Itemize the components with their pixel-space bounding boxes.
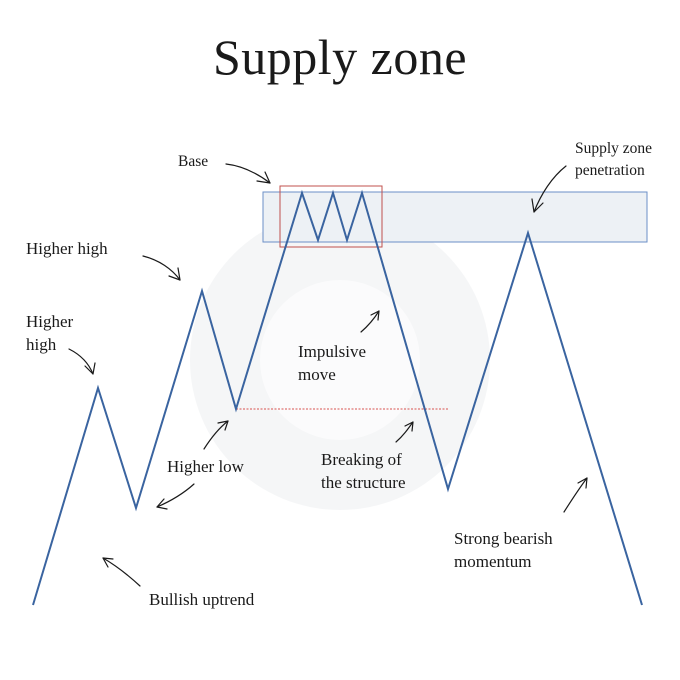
base-arrow-icon (225, 163, 271, 184)
label-base: Base (178, 153, 209, 170)
label-higher-low: Higher low (167, 457, 244, 476)
bullish-uptrend-arrow-icon (102, 557, 141, 587)
watermark-gear-hole (260, 280, 420, 440)
impulsive-move-arrow-icon (360, 310, 380, 333)
higher-high-left-arrow-icon (68, 348, 96, 375)
label-bullish-uptrend: Bullish uptrend (149, 590, 255, 609)
strong-bearish-arrow-icon (563, 477, 588, 513)
label-higher-high-top: Higher high (26, 239, 108, 258)
price-path (32, 189, 643, 606)
breaking-structure-arrow-icon (395, 421, 414, 443)
label-impulsive-move: Impulsive move (298, 342, 366, 384)
higher-low-arrow-upper-icon (203, 420, 229, 450)
higher-low-arrow-lower-icon (156, 483, 195, 510)
supply-zone-band (262, 191, 648, 243)
page-title: Supply zone (212, 29, 468, 85)
label-higher-high-left: Higher high (26, 312, 74, 354)
label-breaking-structure: Breaking of the structure (321, 450, 406, 492)
label-strong-bearish-momentum: Strong bearish momentum (454, 529, 553, 571)
base-box (279, 185, 383, 248)
label-supply-zone-penetration: Supply zone penetration (575, 140, 653, 179)
higher-high-top-arrow-icon (142, 255, 181, 281)
supply-zone-penetration-arrow-icon (531, 165, 567, 213)
